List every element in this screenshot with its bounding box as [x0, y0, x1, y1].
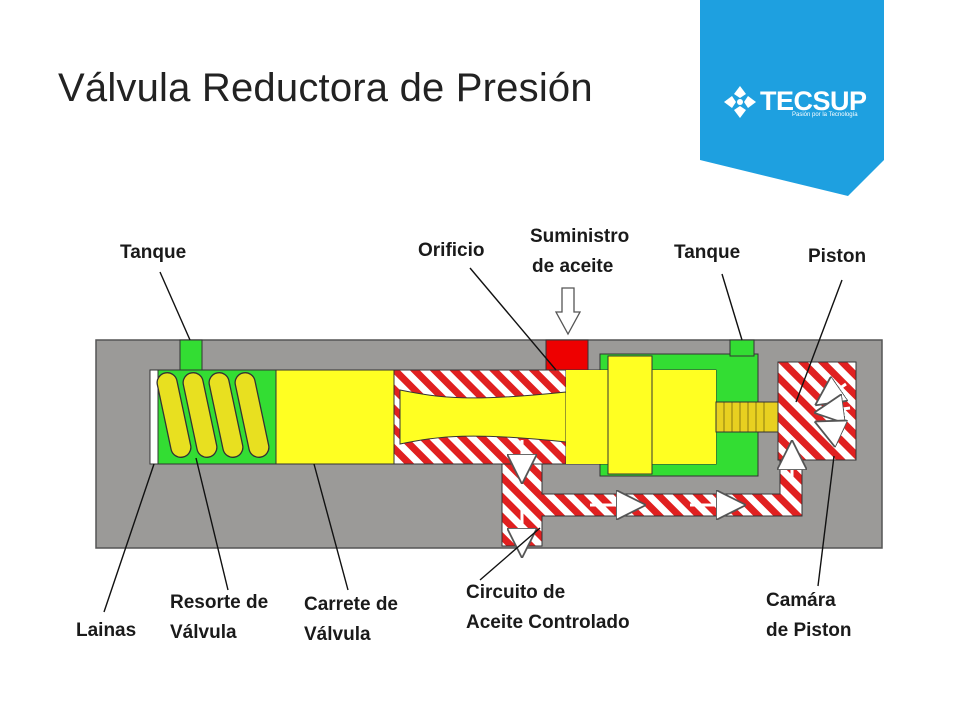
leader-lines: [103, 267, 843, 613]
valve-spring: [156, 372, 270, 458]
flow-arrows: [522, 384, 851, 552]
label-resorte-1: Resorte de: [170, 592, 268, 613]
spool-land-left: [275, 369, 395, 465]
label-resorte-2: Válvula: [170, 622, 237, 643]
label-circuito-1: Circuito de: [466, 582, 565, 603]
label-tanque-right: Tanque: [674, 242, 740, 263]
tank-port-right: [729, 339, 755, 357]
label-suministro-1: Suministro: [530, 226, 629, 247]
supply-arrow-icon: [554, 287, 582, 336]
brand-banner: [700, 0, 884, 196]
label-orificio: Orificio: [418, 240, 485, 261]
label-piston: Piston: [808, 246, 866, 267]
slide-title: Válvula Reductora de Presión: [58, 66, 593, 110]
label-camara-1: Camára: [766, 590, 836, 611]
label-carrete-1: Carrete de: [304, 594, 398, 615]
label-circuito-2: Aceite Controlado: [466, 612, 630, 633]
brand-tagline: Pasión por la Tecnología: [792, 112, 858, 118]
label-suministro-2: de aceite: [532, 256, 613, 277]
tecsup-logo-icon: [724, 86, 756, 118]
supply-port: [545, 339, 589, 371]
label-lainas: Lainas: [76, 620, 136, 641]
tank-port-left: [179, 339, 203, 373]
piston-chamber: [777, 361, 857, 461]
label-camara-2: de Piston: [766, 620, 852, 641]
piston-rod: [715, 401, 779, 433]
label-tanque-left: Tanque: [120, 242, 186, 263]
label-carrete-2: Válvula: [304, 624, 371, 645]
brand-name: TECSUP: [760, 86, 867, 116]
